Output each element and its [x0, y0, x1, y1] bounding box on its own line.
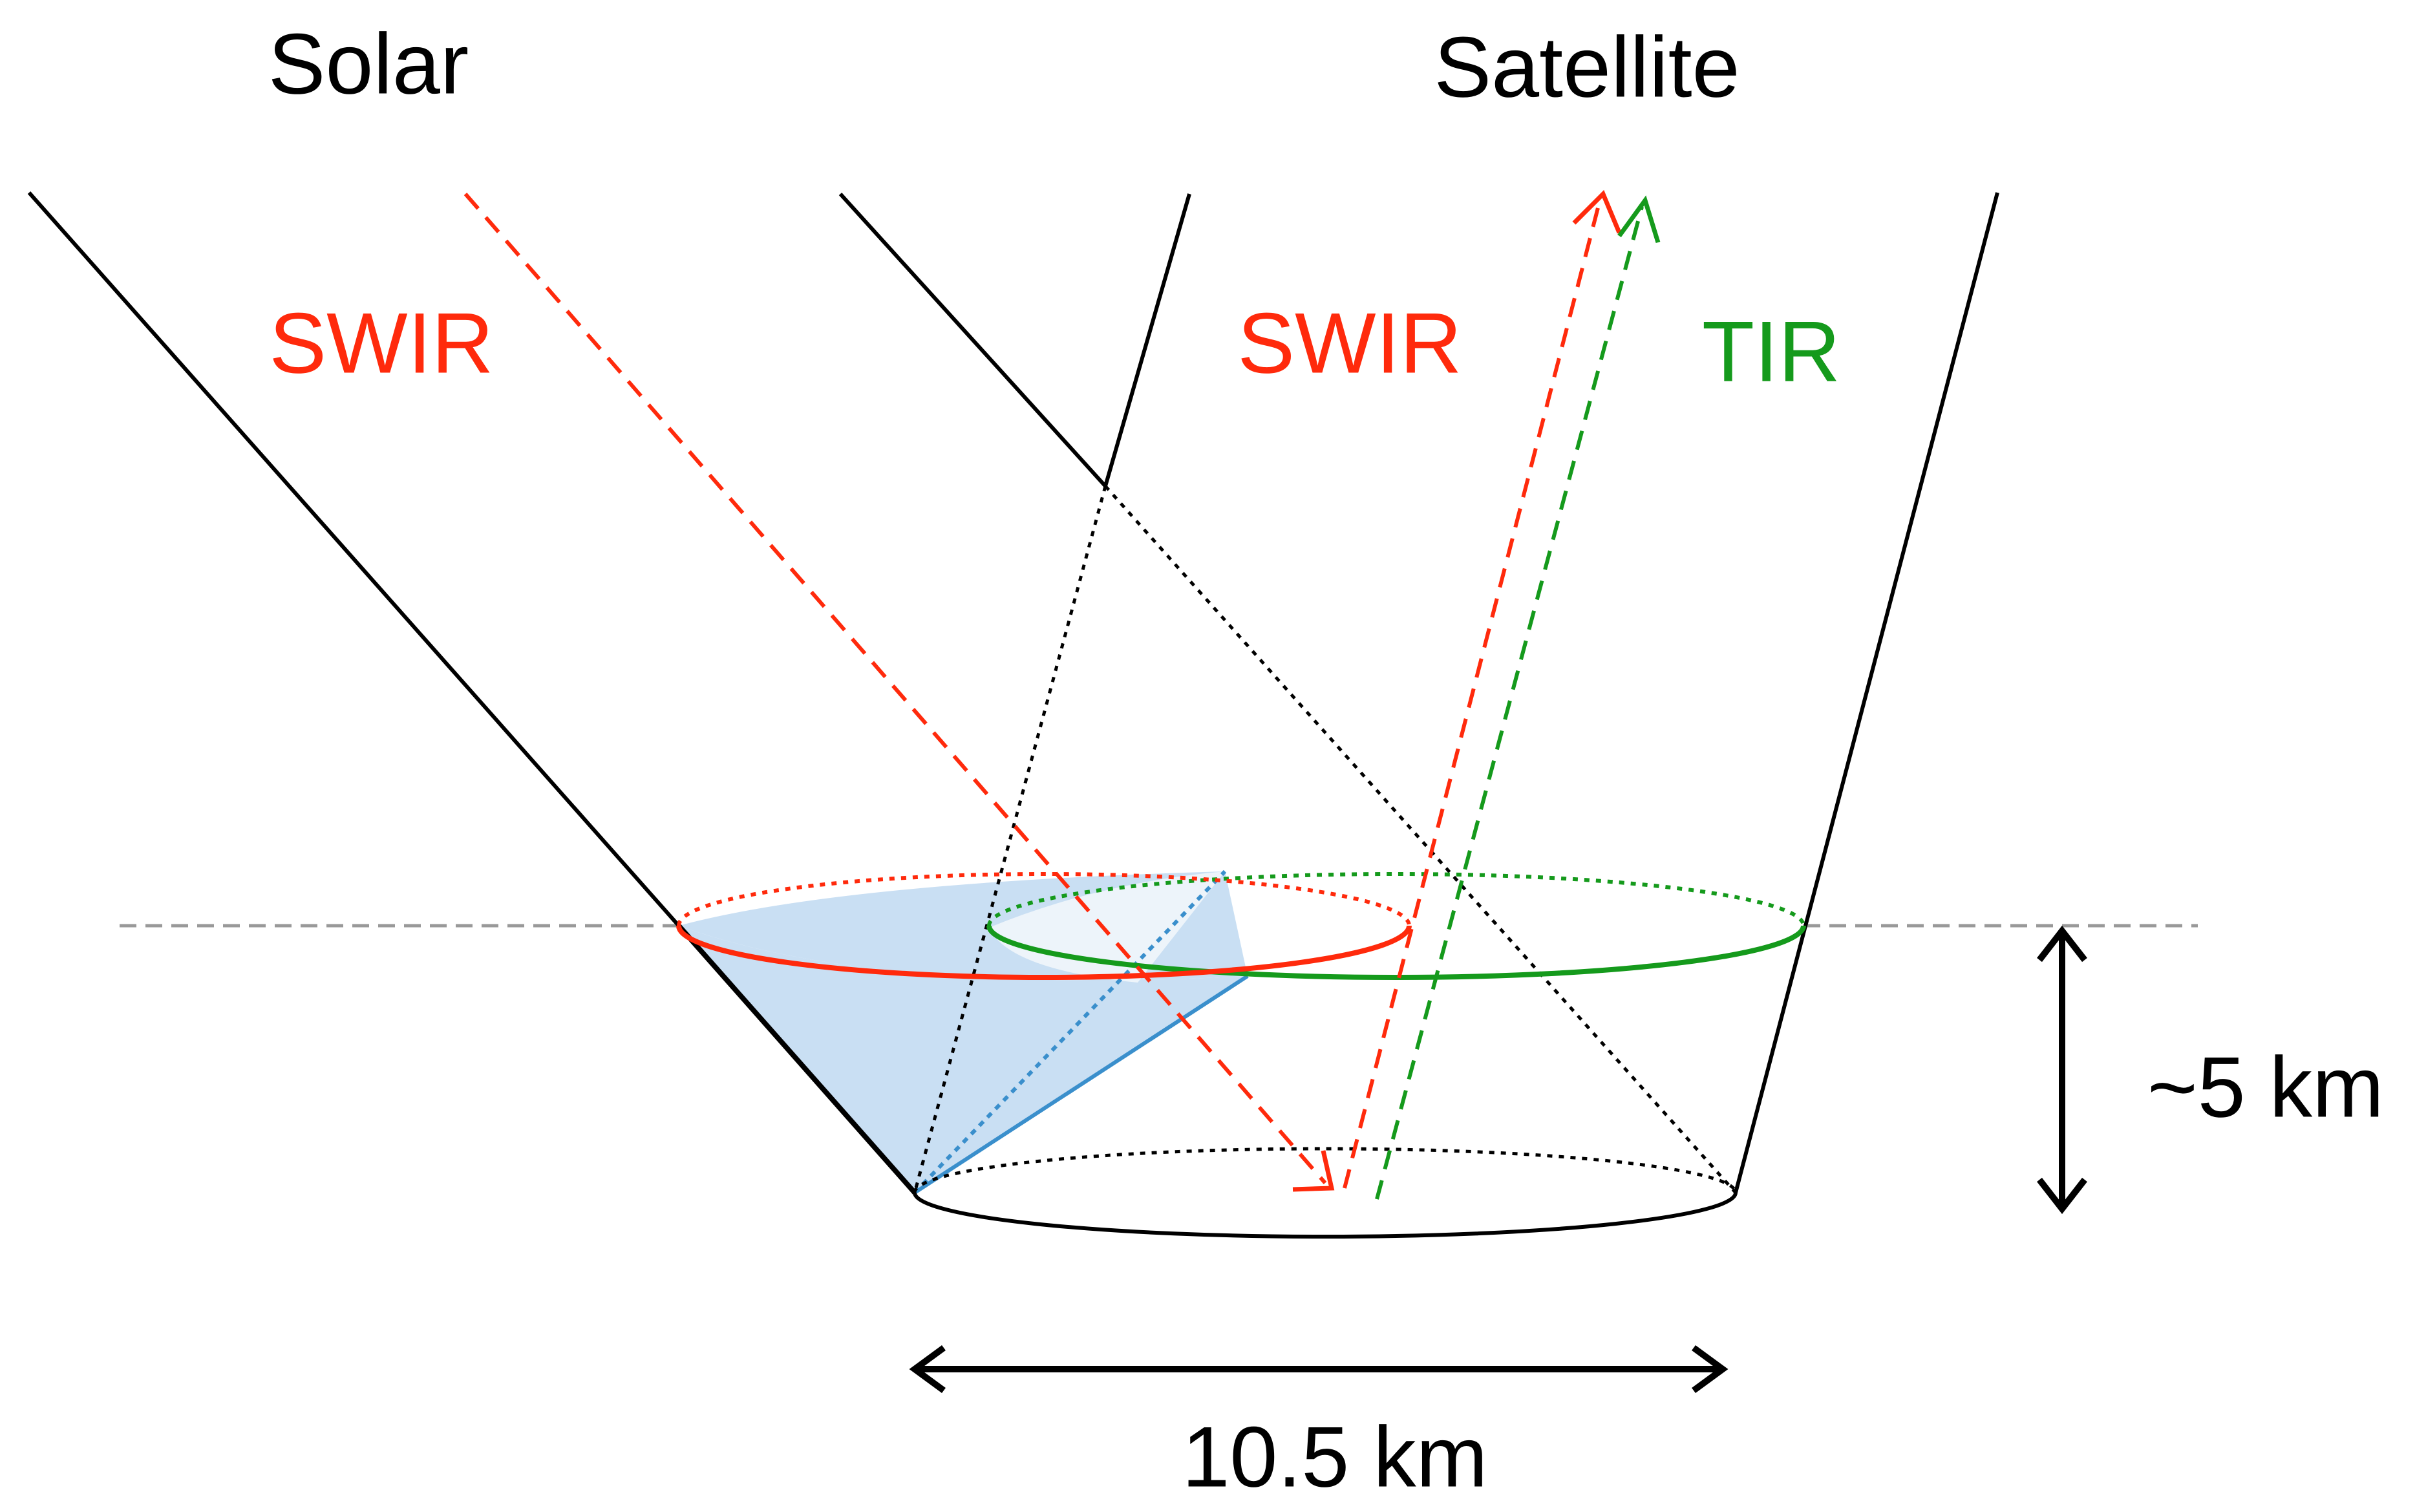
hidden-edges — [913, 485, 1737, 1194]
illuminated-region-shade — [679, 869, 1249, 1195]
swir-footprint-ellipse — [676, 872, 1412, 980]
cloud-base-ellipse — [913, 1147, 1738, 1239]
double-arrow-vertical-icon — [2037, 925, 2087, 1215]
swir-incoming-ray — [463, 193, 1335, 1192]
double-arrow-horizontal-icon — [909, 1345, 1729, 1394]
swir-incoming-label: SWIR — [269, 295, 494, 392]
solar-beam-edges — [27, 191, 1107, 1195]
satellite-view-edges — [1103, 192, 1999, 1193]
tir-label: TIR — [1701, 304, 1841, 400]
tir-outgoing-ray — [1375, 195, 1661, 1200]
solar-label: Solar — [268, 16, 469, 112]
swir-outgoing-ray — [1343, 189, 1622, 1189]
width-label: 10.5 km — [1182, 1409, 1488, 1506]
depth-label: ~5 km — [2147, 1039, 2384, 1136]
satellite-label: Satellite — [1434, 19, 1740, 116]
swir-outgoing-label: SWIR — [1237, 295, 1462, 392]
tir-footprint-ellipse — [986, 872, 1806, 980]
